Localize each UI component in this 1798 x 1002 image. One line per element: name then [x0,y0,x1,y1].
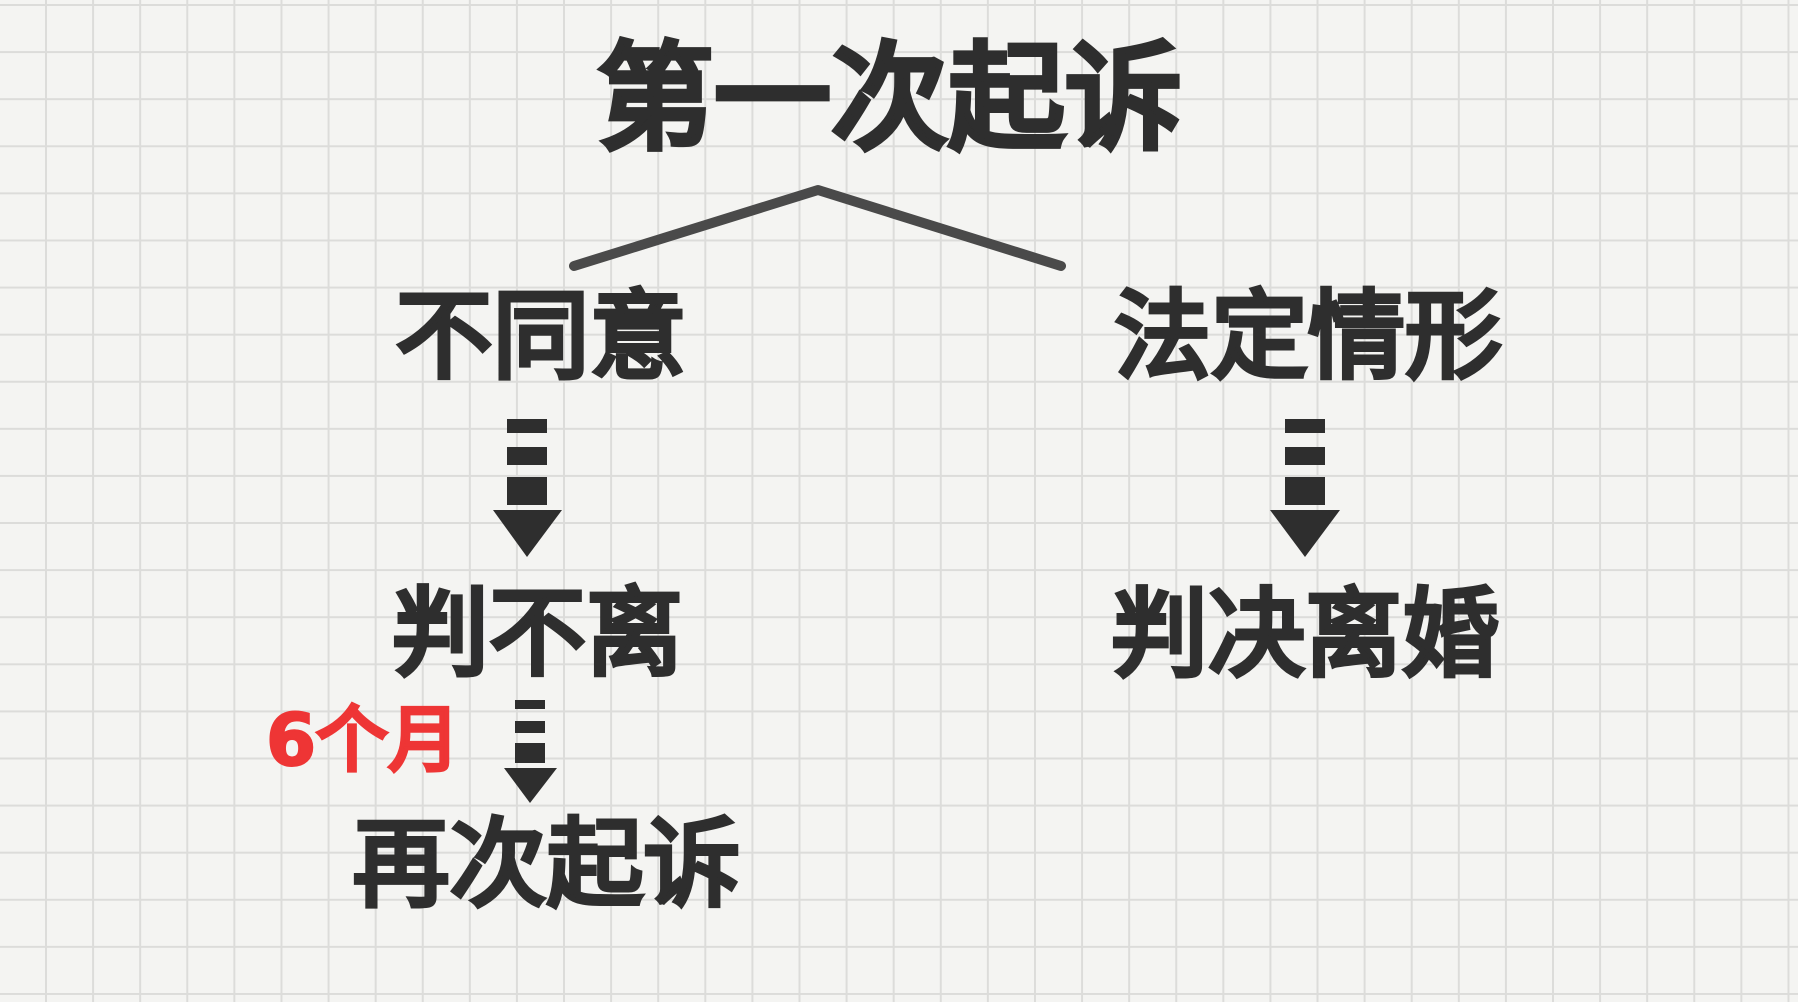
branch-right-result: 判决离婚 [1110,578,1500,691]
dashed-down-arrow-icon [504,700,557,803]
caret-split-icon [569,185,1066,271]
dashed-down-arrow-icon [1270,419,1340,557]
branch-left-result: 判不离 [391,577,684,690]
branch-right-condition: 法定情形 [1113,280,1503,393]
diagram-title: 第一次起诉 [596,30,1184,167]
dashed-down-arrow-icon [493,419,562,557]
branch-left-next-step: 再次起诉 [352,808,742,921]
branch-left-condition: 不同意 [395,280,688,393]
interval-label: 6个月 [265,698,461,782]
